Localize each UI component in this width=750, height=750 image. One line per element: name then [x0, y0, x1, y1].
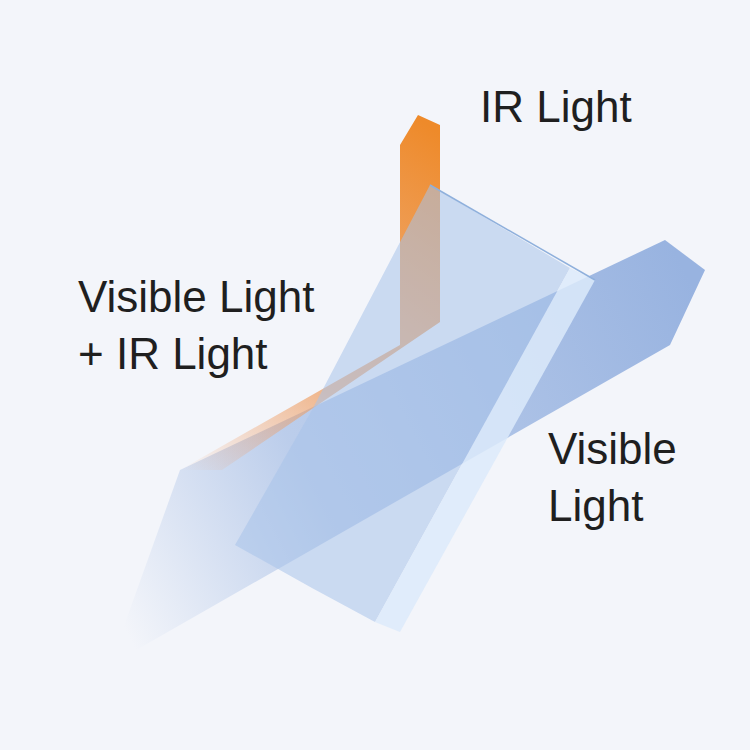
- beam-label: Visible Light + IR Light: [78, 268, 333, 382]
- filter-top-edge: [430, 185, 595, 280]
- beam-label: IR Light: [480, 78, 720, 135]
- beam-label: Visible Light: [548, 420, 698, 534]
